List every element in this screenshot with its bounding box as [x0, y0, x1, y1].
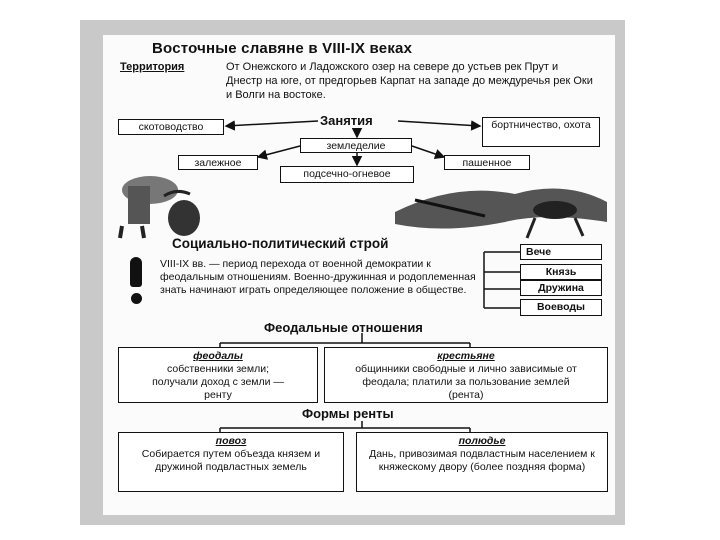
feudal-heading: Феодальные отношения	[264, 320, 423, 335]
peasant-illustration	[112, 160, 207, 240]
exclamation-icon	[130, 257, 142, 287]
rent-povoz-box: повоз Собирается путем объезда князем и …	[118, 432, 344, 492]
feudal-lords-box: феодалы собственники земли; получали дох…	[118, 347, 318, 403]
rent-povoz-text: Собирается путем объезда князем и дружин…	[119, 448, 343, 474]
social-item-veche: Вече	[520, 244, 602, 260]
exclamation-dot-icon	[131, 293, 142, 304]
occupation-farming: земледелие	[300, 138, 412, 153]
farming-slash-burn: подсечно-огневое	[280, 166, 414, 183]
rent-heading: Формы ренты	[302, 406, 394, 421]
occupation-beekeeping: бортничество, охота	[482, 117, 600, 147]
social-item-druzhina: Дружина	[520, 280, 602, 296]
social-item-voevody: Воеводы	[520, 299, 602, 316]
feudal-peasants-text: общинники свободные и лично зависимые от…	[325, 363, 607, 402]
rent-polyudye-title: полюдье	[357, 435, 607, 448]
plough-illustration	[395, 172, 610, 242]
farming-arable: пашенное	[444, 155, 530, 170]
feudal-peasants-box: крестьяне общинники свободные и лично за…	[324, 347, 608, 403]
rent-povoz-title: повоз	[119, 435, 343, 448]
occupations-heading: Занятия	[320, 113, 373, 128]
feudal-lords-title: феодалы	[119, 350, 317, 363]
occupation-cattle: скотоводство	[118, 119, 224, 135]
feudal-peasants-title: крестьяне	[325, 350, 607, 363]
social-text: VIII-IX вв. — период перехода от военной…	[160, 258, 478, 297]
feudal-lords-text: собственники земли; получали доход с зем…	[119, 363, 317, 402]
rent-polyudye-text: Дань, привозимая подвластным населением …	[357, 448, 607, 474]
social-item-knyaz: Князь	[520, 264, 602, 280]
rent-polyudye-box: полюдье Дань, привозимая подвластным нас…	[356, 432, 608, 492]
social-heading: Социально-политический строй	[172, 236, 388, 251]
